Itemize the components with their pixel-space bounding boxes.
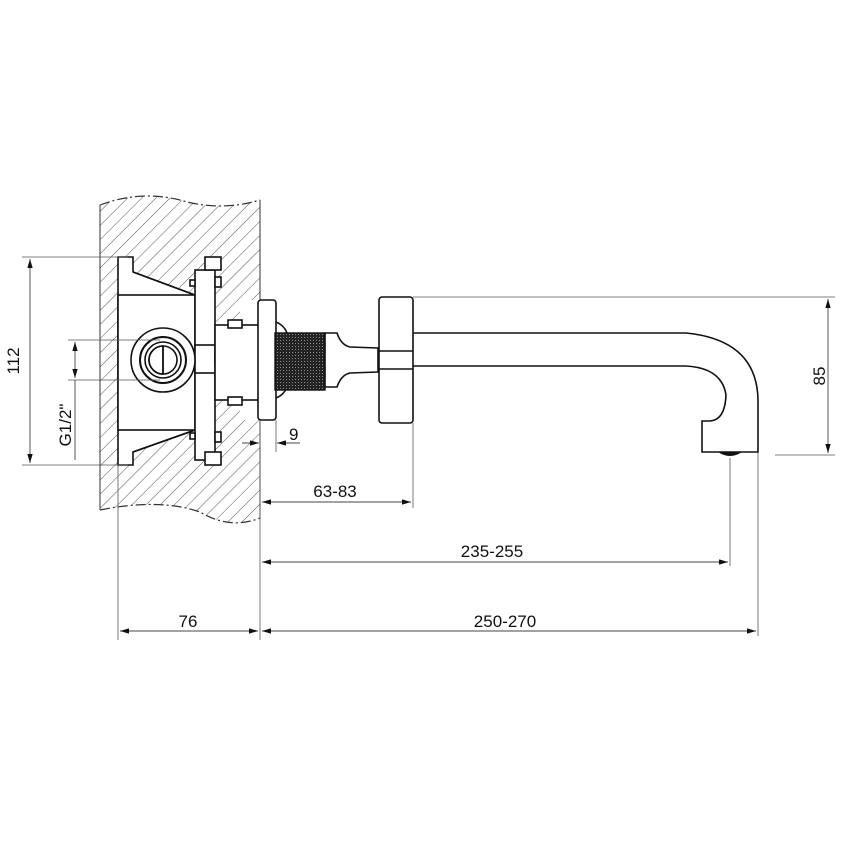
dim-handle-distance: 63-83 <box>313 482 356 501</box>
dim-body-height: 112 <box>4 347 23 374</box>
spout <box>413 332 759 456</box>
knurled-sleeve <box>274 332 379 391</box>
dim-spout-height: 85 <box>810 367 829 386</box>
extension-lines <box>22 256 835 640</box>
dim-inlet-thread: G1/2" <box>56 404 75 447</box>
dim-wall-depth: 76 <box>179 612 198 631</box>
dim-spout-projection: 250-270 <box>474 612 536 631</box>
dim-flange-offset: 9 <box>289 425 298 444</box>
dimension-labels: 112 G1/2" 9 63-83 235-255 76 250-270 85 <box>4 347 829 631</box>
dimension-lines <box>27 259 831 634</box>
handle-lever <box>378 296 414 424</box>
dim-outlet-distance: 235-255 <box>461 542 523 561</box>
concealed-body <box>117 256 261 466</box>
